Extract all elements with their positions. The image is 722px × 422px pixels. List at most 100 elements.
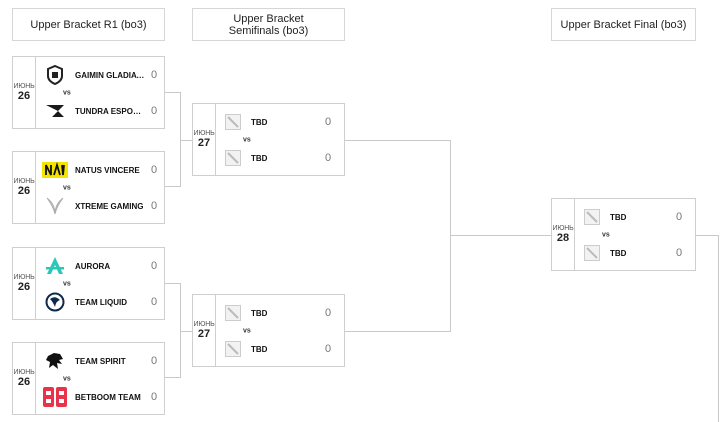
placeholder-logo-icon — [224, 304, 242, 322]
vs-label: vs — [243, 136, 251, 144]
placeholder-logo-icon — [583, 244, 601, 262]
team-row[interactable]: TBD 0 — [216, 104, 344, 140]
match-day: 27 — [197, 328, 211, 340]
vs-label: vs — [63, 89, 71, 97]
team-row[interactable]: TEAM SPIRIT 0 — [36, 343, 164, 379]
match-date: ИЮНЬ 27 — [193, 104, 216, 175]
match-month: ИЮНЬ — [13, 83, 35, 90]
connector-line — [180, 283, 181, 378]
team-row[interactable]: TBD 0 — [216, 140, 344, 176]
team-row[interactable]: BETBOOM TEAM 0 — [36, 379, 164, 415]
match-r1-1[interactable]: ИЮНЬ 26 GAIMIN GLADIATORS 0 vs TUNDRA ES… — [12, 56, 165, 129]
team-row[interactable]: TBD 0 — [575, 199, 695, 235]
match-day: 26 — [17, 376, 31, 388]
team-score: 0 — [150, 200, 158, 212]
match-sf-2[interactable]: ИЮНЬ 27 TBD 0 vs TBD 0 — [192, 294, 345, 367]
team-row[interactable]: TBD 0 — [216, 331, 344, 367]
team-liquid-logo-icon — [41, 288, 69, 316]
team-name: GAIMIN GLADIATORS — [75, 70, 146, 80]
team-spirit-logo-icon — [41, 347, 69, 375]
match-date: ИЮНЬ 26 — [13, 57, 36, 128]
match-month: ИЮНЬ — [13, 178, 35, 185]
round-title: Upper Bracket Semifinals (bo3) — [228, 12, 309, 37]
team-name: TBD — [251, 117, 268, 127]
match-month: ИЮНЬ — [13, 369, 35, 376]
team-score: 0 — [324, 152, 332, 164]
match-month: ИЮНЬ — [13, 274, 35, 281]
round-title: Upper Bracket Final (bo3) — [560, 18, 687, 31]
match-r1-4[interactable]: ИЮНЬ 26 TEAM SPIRIT 0 vs BETBOOM TEAM 0 — [12, 342, 165, 415]
team-name: TBD — [610, 248, 627, 258]
team-score: 0 — [150, 296, 158, 308]
connector-line — [696, 235, 718, 236]
round-header-final: Upper Bracket Final (bo3) — [551, 8, 696, 41]
team-name: TBD — [251, 344, 268, 354]
vs-label: vs — [243, 327, 251, 335]
team-score: 0 — [324, 343, 332, 355]
match-r1-2[interactable]: ИЮНЬ 26 NATUS VINCERE 0 vs XTREME GAMING… — [12, 151, 165, 224]
placeholder-logo-icon — [224, 113, 242, 131]
connector-line — [180, 140, 192, 141]
vs-label: vs — [63, 280, 71, 288]
team-name: TBD — [610, 212, 627, 222]
vs-label: vs — [63, 184, 71, 192]
team-score: 0 — [675, 211, 683, 223]
connector-line — [718, 235, 719, 422]
vs-label: vs — [602, 231, 610, 239]
tundra-esports-logo-icon — [41, 97, 69, 125]
team-score: 0 — [675, 247, 683, 259]
team-row[interactable]: TEAM LIQUID 0 — [36, 284, 164, 320]
match-day: 28 — [556, 232, 570, 244]
placeholder-logo-icon — [224, 149, 242, 167]
natus-vincere-logo-icon — [41, 156, 69, 184]
match-day: 26 — [17, 185, 31, 197]
team-name: NATUS VINCERE — [75, 165, 140, 175]
team-score: 0 — [150, 260, 158, 272]
vs-label: vs — [63, 375, 71, 383]
team-name: TBD — [251, 153, 268, 163]
team-score: 0 — [324, 116, 332, 128]
match-month: ИЮНЬ — [552, 225, 574, 232]
round-title: Upper Bracket R1 (bo3) — [30, 18, 147, 31]
placeholder-logo-icon — [224, 340, 242, 358]
team-name: TUNDRA ESPORTS — [75, 106, 146, 116]
connector-line — [450, 235, 551, 236]
match-day: 27 — [197, 137, 211, 149]
team-name: AURORA — [75, 261, 111, 271]
gaimin-gladiators-logo-icon — [41, 61, 69, 89]
match-month: ИЮНЬ — [193, 130, 215, 137]
match-date: ИЮНЬ 26 — [13, 343, 36, 414]
team-name: TEAM LIQUID — [75, 297, 127, 307]
team-score: 0 — [324, 307, 332, 319]
match-date: ИЮНЬ 26 — [13, 248, 36, 319]
connector-line — [450, 140, 451, 332]
team-name: BETBOOM TEAM — [75, 392, 141, 402]
team-row[interactable]: TBD 0 — [575, 235, 695, 271]
connector-line — [165, 283, 180, 284]
team-score: 0 — [150, 355, 158, 367]
team-row[interactable]: GAIMIN GLADIATORS 0 — [36, 57, 164, 93]
team-row[interactable]: AURORA 0 — [36, 248, 164, 284]
placeholder-logo-icon — [583, 208, 601, 226]
match-sf-1[interactable]: ИЮНЬ 27 TBD 0 vs TBD 0 — [192, 103, 345, 176]
match-date: ИЮНЬ 27 — [193, 295, 216, 366]
match-date: ИЮНЬ 28 — [552, 199, 575, 270]
match-final[interactable]: ИЮНЬ 28 TBD 0 vs TBD 0 — [551, 198, 696, 271]
connector-line — [180, 92, 181, 187]
round-header-r1: Upper Bracket R1 (bo3) — [12, 8, 165, 41]
team-row[interactable]: NATUS VINCERE 0 — [36, 152, 164, 188]
match-month: ИЮНЬ — [193, 321, 215, 328]
betboom-team-logo-icon — [41, 383, 69, 411]
team-row[interactable]: TUNDRA ESPORTS 0 — [36, 93, 164, 129]
team-row[interactable]: XTREME GAMING 0 — [36, 188, 164, 224]
team-score: 0 — [150, 69, 158, 81]
connector-line — [180, 331, 192, 332]
team-name: XTREME GAMING — [75, 201, 144, 211]
team-name: TEAM SPIRIT — [75, 356, 126, 366]
team-row[interactable]: TBD 0 — [216, 295, 344, 331]
team-name: TBD — [251, 308, 268, 318]
aurora-logo-icon — [41, 252, 69, 280]
connector-line — [165, 92, 180, 93]
match-day: 26 — [17, 90, 31, 102]
match-r1-3[interactable]: ИЮНЬ 26 AURORA 0 vs TEAM LIQUID 0 — [12, 247, 165, 320]
